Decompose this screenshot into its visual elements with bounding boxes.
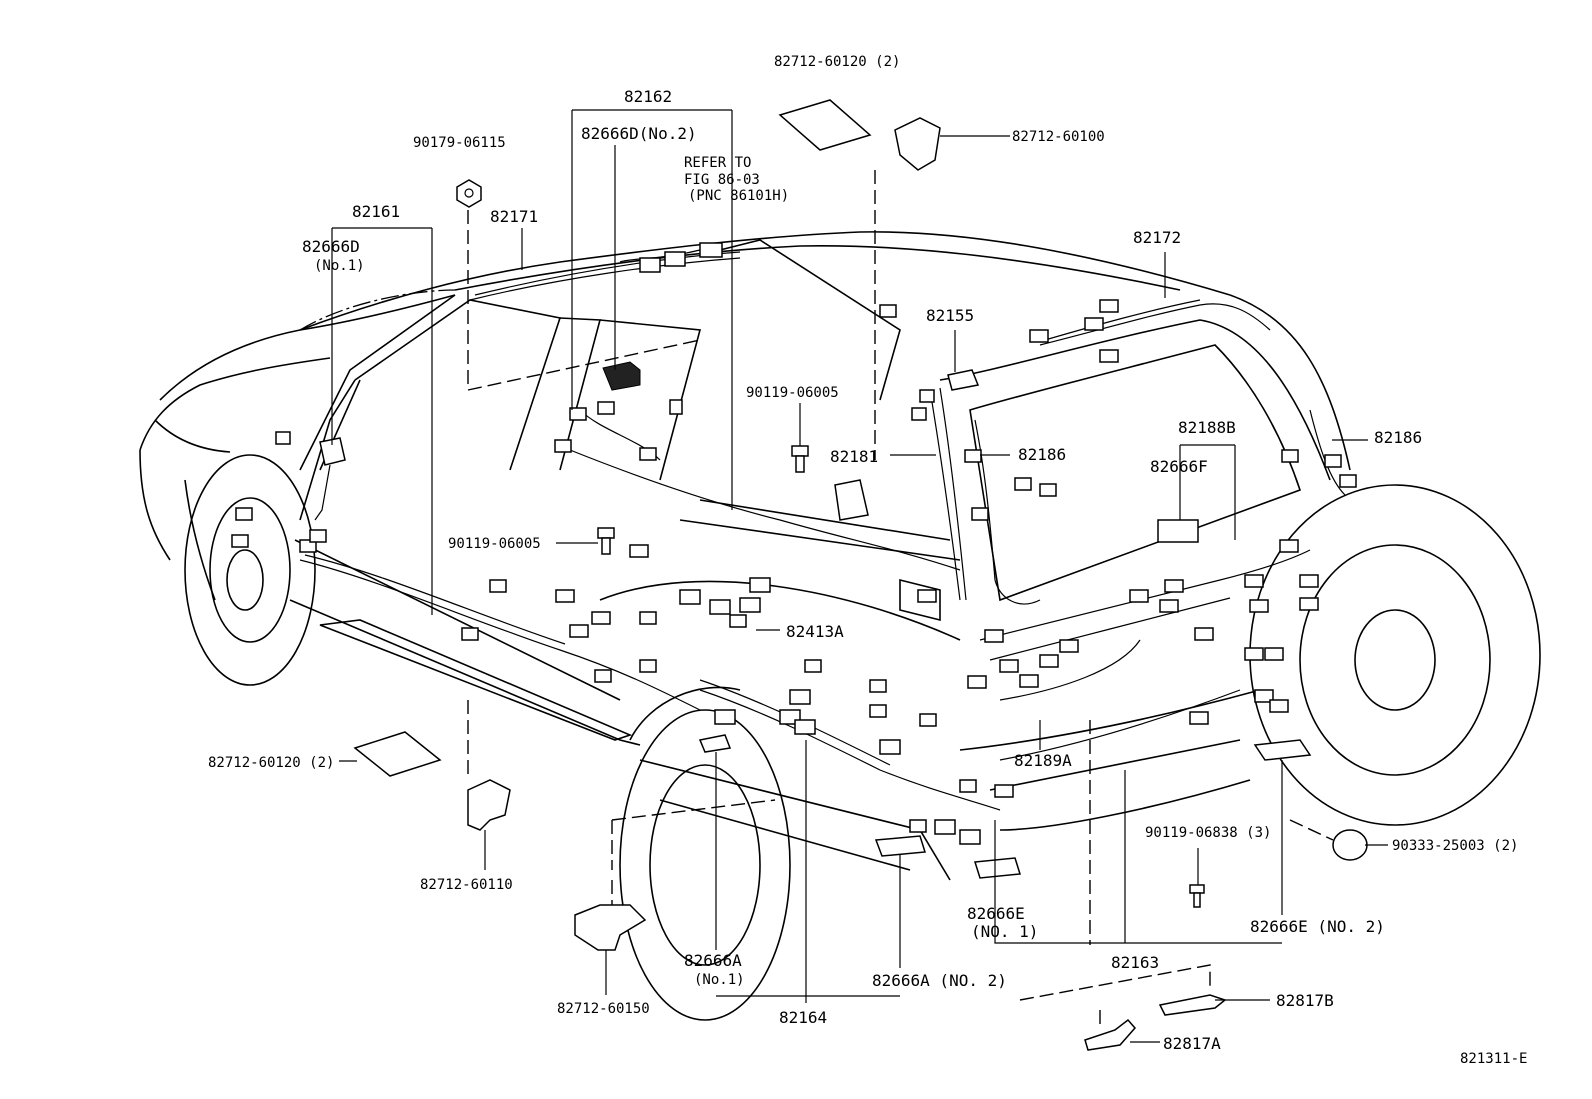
label-82666E-no2: 82666E (NO. 2) bbox=[1250, 917, 1385, 936]
clip-82666A-no2-shape bbox=[874, 835, 926, 857]
label-82162: 82162 bbox=[624, 87, 672, 106]
label-90179-06115: 90179-06115 bbox=[413, 135, 506, 151]
clip-82181-shape bbox=[834, 479, 869, 521]
bolt-90119-06005-a-shape bbox=[791, 445, 809, 473]
label-82712-60120-left: 82712-60120 (2) bbox=[208, 755, 334, 771]
label-82666A-no2: 82666A (NO. 2) bbox=[872, 971, 1007, 990]
clip-82666E-no2-shape bbox=[1253, 739, 1312, 761]
label-82666D-no1: (No.1) bbox=[314, 258, 365, 274]
label-82817B: 82817B bbox=[1276, 991, 1334, 1010]
label-82186-b: 82186 bbox=[1374, 428, 1422, 447]
bracket-82817B-shape bbox=[1158, 994, 1227, 1016]
label-82181: 82181 bbox=[830, 447, 878, 466]
label-90119-06838: 90119-06838 (3) bbox=[1145, 825, 1271, 841]
part-labels: 82162 82666D(No.2) REFER TO FIG 86-03 (P… bbox=[208, 54, 1527, 1067]
clip-82712-60100-shape bbox=[894, 117, 941, 171]
label-82155: 82155 bbox=[926, 306, 974, 325]
plug-90333-25003-shape bbox=[1332, 829, 1368, 861]
label-82666E-no1-sub: (NO. 1) bbox=[971, 922, 1038, 941]
reference-lines bbox=[299, 170, 1334, 1030]
bracket-82666F-shape bbox=[1157, 519, 1199, 543]
label-82161: 82161 bbox=[352, 202, 400, 221]
small-parts bbox=[314, 99, 1368, 1051]
nut-90179-06115-shape bbox=[456, 179, 482, 208]
clip-82712-60150-shape bbox=[574, 904, 647, 951]
bolt-90119-06005-b-shape bbox=[597, 527, 615, 555]
clip-82666A-no1-shape bbox=[698, 734, 732, 753]
label-90333-25003: 90333-25003 (2) bbox=[1392, 838, 1518, 854]
harness-lines bbox=[299, 249, 1346, 811]
leader-lines bbox=[331, 109, 1388, 1043]
clip-82666E-no1-shape bbox=[974, 857, 1021, 879]
label-82186-a: 82186 bbox=[1018, 445, 1066, 464]
label-82666E-no1: 82666E bbox=[967, 904, 1025, 923]
bracket-82817A-shape bbox=[1084, 1018, 1136, 1051]
bracket-82666D-no2-shape bbox=[602, 361, 641, 391]
rear-wheel bbox=[619, 686, 791, 1021]
label-82163: 82163 bbox=[1111, 953, 1159, 972]
label-82712-60120-top: 82712-60120 (2) bbox=[774, 54, 900, 70]
connectors bbox=[231, 242, 1357, 845]
label-82712-60100: 82712-60100 bbox=[1012, 129, 1105, 145]
label-82171: 82171 bbox=[490, 207, 538, 226]
label-82666A-no1-sub: (No.1) bbox=[694, 972, 745, 988]
label-82666F: 82666F bbox=[1150, 457, 1208, 476]
figure-id: 821311-E bbox=[1460, 1051, 1527, 1067]
label-90119-06005-a: 90119-06005 bbox=[746, 385, 839, 401]
label-82164: 82164 bbox=[779, 1008, 827, 1027]
grommet-82155-shape bbox=[947, 369, 980, 391]
bolt-90119-06838-shape bbox=[1189, 884, 1205, 908]
label-82189A: 82189A bbox=[1014, 751, 1072, 770]
label-82712-60110: 82712-60110 bbox=[420, 877, 513, 893]
clip-82712-60110-shape bbox=[467, 779, 511, 831]
label-82666D-no2: 82666D(No.2) bbox=[581, 124, 697, 143]
spare-tire bbox=[1249, 484, 1541, 826]
label-82188B: 82188B bbox=[1178, 418, 1236, 437]
label-refer-line3: (PNC 86101H) bbox=[688, 188, 789, 204]
label-82666A-no1: 82666A bbox=[684, 951, 742, 970]
label-refer-line1: REFER TO bbox=[684, 155, 751, 171]
clip-82666D-no1-shape bbox=[319, 437, 346, 466]
label-82172: 82172 bbox=[1133, 228, 1181, 247]
label-82666D: 82666D bbox=[302, 237, 360, 256]
front-wheel bbox=[184, 454, 316, 686]
label-90119-06005-b: 90119-06005 bbox=[448, 536, 541, 552]
label-82817A: 82817A bbox=[1163, 1034, 1221, 1053]
label-refer-line2: FIG 86-03 bbox=[684, 172, 760, 188]
label-82712-60150: 82712-60150 bbox=[557, 1001, 650, 1017]
label-82413A: 82413A bbox=[786, 622, 844, 641]
plate-82712-60120-top-shape bbox=[778, 99, 872, 151]
plate-82712-60120-left-shape bbox=[353, 731, 442, 777]
vehicle-body-outline bbox=[139, 231, 1351, 881]
